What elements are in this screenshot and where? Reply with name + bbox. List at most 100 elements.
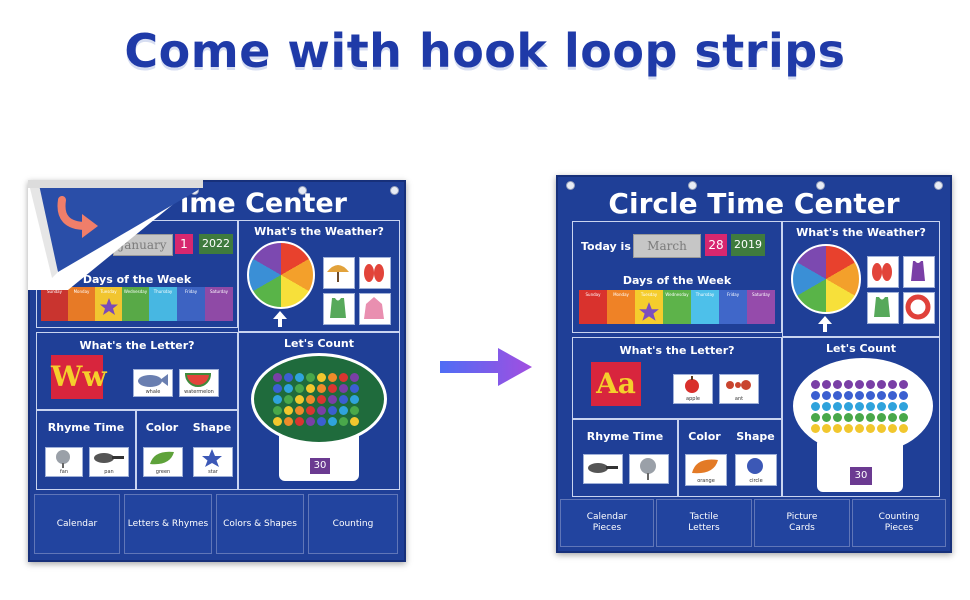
gumball: [339, 373, 348, 382]
letter-picture-card: apple: [673, 374, 713, 404]
gumball: [855, 424, 864, 433]
day-tuesday: Tuesday: [635, 290, 663, 324]
gumball: [317, 417, 326, 426]
gumball: [899, 413, 908, 422]
gumball: [866, 391, 875, 400]
gumball: [822, 424, 831, 433]
gumball: [811, 380, 820, 389]
color-title: Color: [145, 421, 179, 434]
right-calendar-panel: Today is March 28 2019 Days of the Week …: [572, 221, 782, 333]
gumball: [295, 373, 304, 382]
gumball: [877, 380, 886, 389]
count-title: Let's Count: [283, 337, 355, 350]
gumball: [328, 384, 337, 393]
gumball: [284, 417, 293, 426]
days-title: Days of the Week: [82, 273, 192, 286]
gumball: [350, 406, 359, 415]
year-card: 2019: [731, 234, 765, 256]
gumball: [822, 402, 831, 411]
gumball: [306, 417, 315, 426]
left-rhyme-panel: Rhyme Time fan pan: [36, 410, 136, 490]
gumball: [855, 391, 864, 400]
count-number: 30: [849, 466, 873, 486]
gumball: [811, 413, 820, 422]
card-label: orange: [697, 478, 715, 484]
card-label: green: [155, 469, 171, 475]
day-label: Monday: [613, 292, 629, 297]
tank-top-icon: [330, 298, 346, 318]
left-weather-panel: What's the Weather?: [238, 220, 400, 332]
raincoat-card: [359, 293, 391, 325]
day-label: Thursday: [153, 289, 173, 294]
headline: Come with hook loop strips: [124, 24, 846, 78]
gumball: [317, 406, 326, 415]
pocket-calendar: Calendar: [34, 494, 120, 554]
arrow-up-icon: [818, 316, 832, 332]
pocket-colors-shapes: Colors & Shapes: [216, 494, 304, 554]
gumball: [833, 402, 842, 411]
star-icon: [202, 449, 222, 467]
peeled-corner: [28, 180, 203, 290]
gumball: [822, 413, 831, 422]
day-label: Sunday: [47, 289, 62, 294]
letter-title: What's the Letter?: [619, 344, 735, 357]
umbrella-icon: [327, 265, 349, 282]
card-label: pan: [104, 469, 114, 475]
gumball: [844, 391, 853, 400]
gumball: [328, 373, 337, 382]
gumball: [350, 395, 359, 404]
letter-title: What's the Letter?: [79, 339, 195, 352]
flip-flops-card: [359, 257, 391, 289]
day-label: Saturday: [209, 289, 229, 294]
flip-flops-icon: [872, 263, 892, 281]
flip-flops-icon: [364, 264, 384, 282]
card-label: whale: [145, 389, 161, 395]
gumball: [844, 413, 853, 422]
gumball: [339, 384, 348, 393]
left-count-panel: Let's Count 30: [238, 332, 400, 490]
day-label: Monday: [73, 289, 90, 294]
year-card: 2022: [199, 234, 233, 254]
rhyme-title: Rhyme Time: [47, 421, 125, 434]
gumball: [350, 417, 359, 426]
gumball: [899, 424, 908, 433]
gumball: [339, 395, 348, 404]
gumball: [888, 413, 897, 422]
gumball-dots: [239, 333, 399, 489]
day-label: Thursday: [695, 292, 715, 297]
right-count-panel: Let's Count 30: [782, 337, 940, 497]
day-thursday: Thursday: [149, 287, 177, 321]
day-wednesday: Wednesday: [663, 290, 691, 324]
rhyme-title: Rhyme Time: [586, 430, 664, 443]
card-label: apple: [686, 396, 700, 402]
grommet: [390, 186, 399, 195]
gumball: [306, 384, 315, 393]
fan-icon: [56, 450, 70, 468]
left-colorshape-panel: Color Shape green star: [136, 410, 238, 490]
star-icon: [100, 298, 118, 315]
days-title: Days of the Week: [622, 274, 732, 287]
gumball: [273, 373, 282, 382]
date-card: 1: [175, 234, 193, 254]
right-weather-panel: What's the Weather?: [782, 221, 940, 337]
gumball: [855, 413, 864, 422]
leaf-icon: [150, 451, 174, 465]
pan-icon: [588, 463, 618, 473]
shape-title: Shape: [192, 421, 232, 434]
gumball: [284, 406, 293, 415]
gumball: [328, 395, 337, 404]
grommet: [816, 181, 825, 190]
left-pocket-chart: ime Center January 1 2022 Days of the We…: [28, 180, 406, 562]
day-thursday: Thursday: [691, 290, 719, 324]
pocket-picture-cards: Picture Cards: [754, 499, 850, 547]
gumball: [317, 373, 326, 382]
right-pocket-chart: Circle Time Center Today is March 28 201…: [556, 175, 952, 553]
days-strip: Sunday Monday Tuesday Wednesday Thursday…: [579, 290, 775, 328]
gumball: [877, 424, 886, 433]
gumball: [339, 417, 348, 426]
apple-icon: [685, 376, 699, 393]
days-strip: Sunday Monday Tuesday Wednesday Thursday…: [41, 287, 233, 323]
gumball: [888, 391, 897, 400]
day-friday: Friday: [177, 287, 205, 321]
letter-card: Ww: [51, 355, 107, 399]
